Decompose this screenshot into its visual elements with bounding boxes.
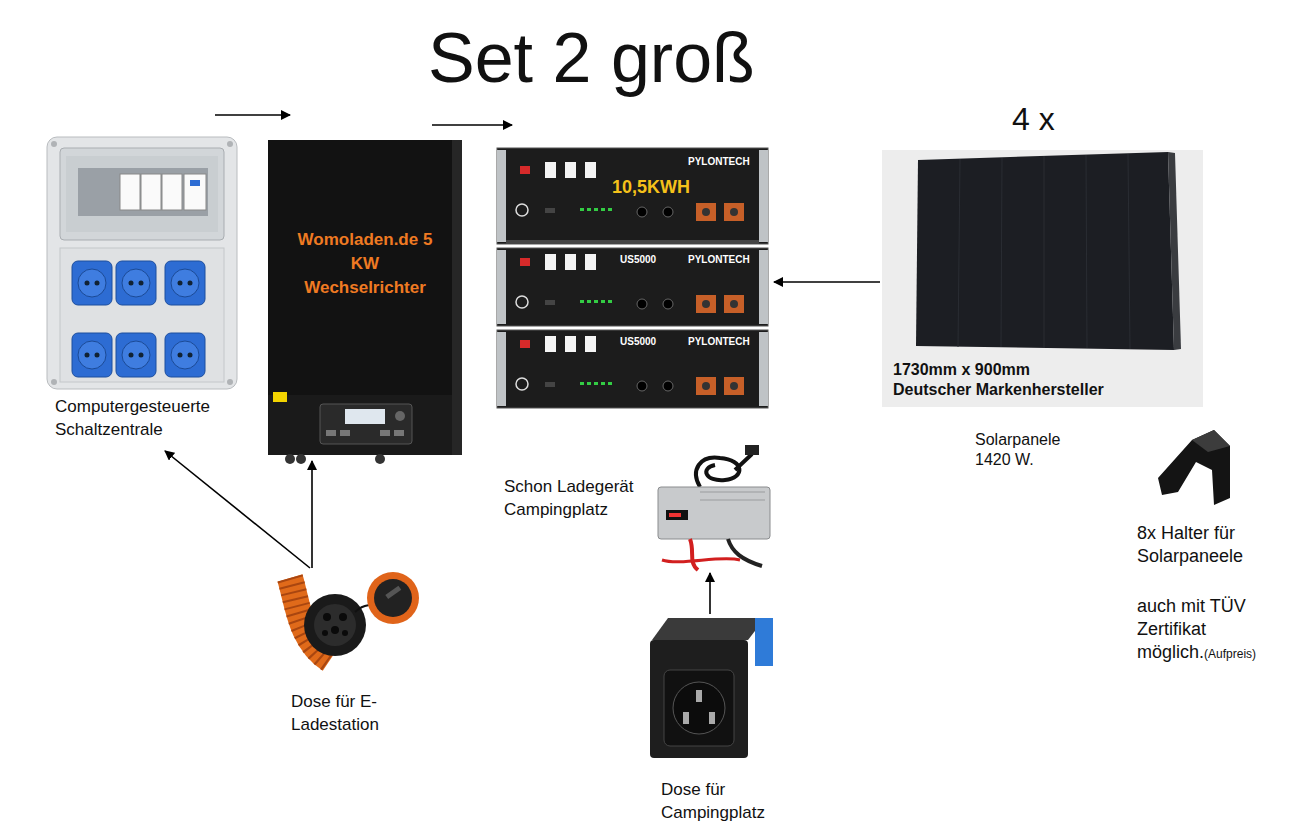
camping-socket-illustration xyxy=(650,618,773,758)
ev-socket-illustration xyxy=(290,572,419,660)
text-block: Schon Ladegerät Campingplatz xyxy=(504,475,654,521)
text-block: 4 x xyxy=(1012,100,1092,138)
component-caption: Dose für Campingplatz xyxy=(661,780,765,822)
component-caption: Dose für E- Ladestation xyxy=(291,692,379,734)
text-block: 10,5KWH xyxy=(612,176,712,198)
flow-arrow xyxy=(165,451,310,568)
charger-illustration xyxy=(658,445,770,570)
component-node: 8x Halter für Solarpaneele auch mit TÜV Z… xyxy=(1135,425,1295,670)
component-node: Schon Ladegerät Campingplatz xyxy=(500,450,775,570)
flow-arrow xyxy=(709,573,711,614)
part-label: PYLONTECH xyxy=(688,336,750,348)
flow-arrow xyxy=(215,114,290,116)
text-block: auch mit TÜV Zertifikat möglich.(Aufprei… xyxy=(1137,595,1277,666)
part-label: PYLONTECH xyxy=(688,156,750,168)
component-caption: Computergesteuerte Schaltzentrale xyxy=(55,397,210,439)
diagram-title: Set 2 groß xyxy=(428,18,755,99)
capacity-label: 10,5KWH xyxy=(612,177,690,197)
part-label: US5000 xyxy=(620,336,656,348)
battery-stack-illustration xyxy=(497,148,768,408)
dimension-label: 1730mm x 900mm Deutscher Markenherstelle… xyxy=(893,361,1104,398)
component-node: Computergesteuerte Schaltzentrale xyxy=(45,135,245,445)
component-node: Womoladen.de 5 KW Wechselrichter xyxy=(268,140,462,455)
component-caption: Solarpanele 1420 W. xyxy=(975,431,1060,468)
text-block: Dose für Campingplatz xyxy=(661,778,781,824)
text-block: Womoladen.de 5 KW Wechselrichter xyxy=(295,228,435,300)
text-block: 8x Halter für Solarpaneele xyxy=(1137,522,1277,568)
component-node: Dose für Campingplatz xyxy=(648,618,788,828)
component-node: 10,5KWH xyxy=(497,148,768,408)
text-block: 1730mm x 900mm Deutscher Markenherstelle… xyxy=(893,360,1109,400)
panel-bracket-illustration xyxy=(1158,430,1230,505)
text-block: Computergesteuerte Schaltzentrale xyxy=(55,395,240,441)
quantity-label: 4 x xyxy=(1012,101,1055,137)
text-block: Solarpanele 1420 W. xyxy=(975,430,1075,470)
part-label: US5000 xyxy=(620,254,656,266)
flow-arrow xyxy=(774,281,880,283)
component-node: 4 x 1730mm x 900mm Deutscher Markenherste… xyxy=(882,100,1203,475)
component-node: Dose für E- Ladestation xyxy=(283,570,423,740)
inverter-illustration xyxy=(268,140,462,464)
text-block: Dose für E- Ladestation xyxy=(291,690,401,736)
flow-arrow xyxy=(311,461,313,568)
device-label: Womoladen.de 5 KW Wechselrichter xyxy=(298,230,433,297)
switch-cabinet-illustration xyxy=(47,137,237,389)
component-caption: Schon Ladegerät Campingplatz xyxy=(504,477,634,519)
solar-panel-illustration xyxy=(882,150,1203,407)
component-caption: 8x Halter für Solarpaneele xyxy=(1137,523,1243,566)
part-label: PYLONTECH xyxy=(688,254,750,266)
note-suffix: (Aufpreis) xyxy=(1204,647,1256,661)
flow-arrow xyxy=(432,124,512,126)
